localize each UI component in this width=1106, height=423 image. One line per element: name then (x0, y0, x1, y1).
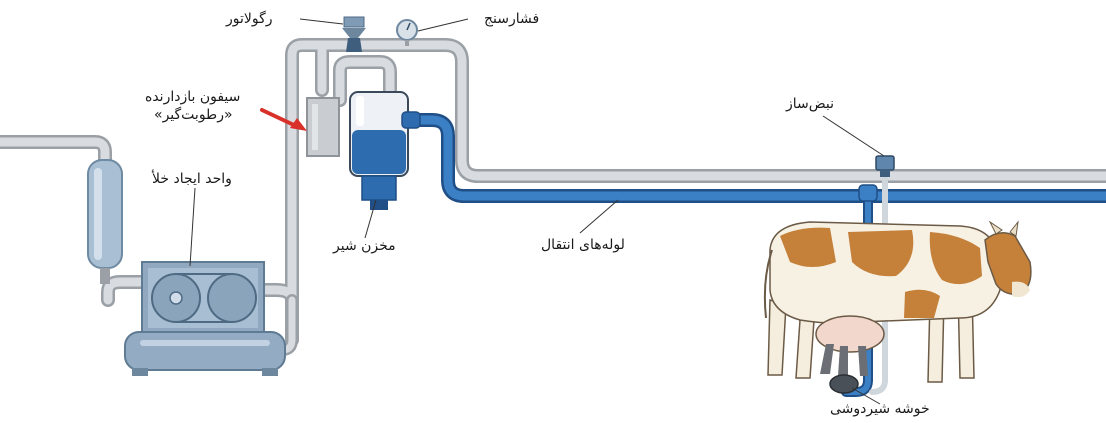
pressure-gauge-icon (396, 19, 418, 46)
pulsator-tube (869, 165, 888, 395)
label-transfer-pipes: لوله‌های انتقال (541, 237, 625, 253)
regulator-icon (342, 16, 366, 52)
cow (763, 220, 1032, 383)
milk-transfer-pipe (408, 113, 1106, 397)
label-pulsator: نبض‌ساز (786, 96, 835, 112)
milk-line-inlet (858, 184, 878, 202)
pulsator-icon (875, 155, 895, 177)
label-milking-cluster: خوشه شیردوشی (830, 401, 930, 417)
milking-cluster (820, 344, 868, 394)
label-siphon-line1: سیفون بازدارنده (145, 89, 241, 105)
milk-tank (349, 91, 421, 210)
label-milk-tank: مخزن شیر (333, 238, 396, 254)
label-pressure-gauge: فشارسنج (484, 11, 540, 27)
label-siphon-line2: «رطوبت‌گیر» (154, 107, 233, 123)
vacuum-reserve-tank (87, 159, 123, 284)
label-regulator: رگولاتور (226, 11, 273, 27)
moisture-trap (306, 97, 340, 157)
vacuum-pump-unit (124, 261, 286, 376)
label-vacuum-unit: واحد ایجاد خلأ (152, 171, 232, 187)
leader-lines (189, 18, 885, 405)
siphon-arrow-icon (260, 108, 307, 131)
